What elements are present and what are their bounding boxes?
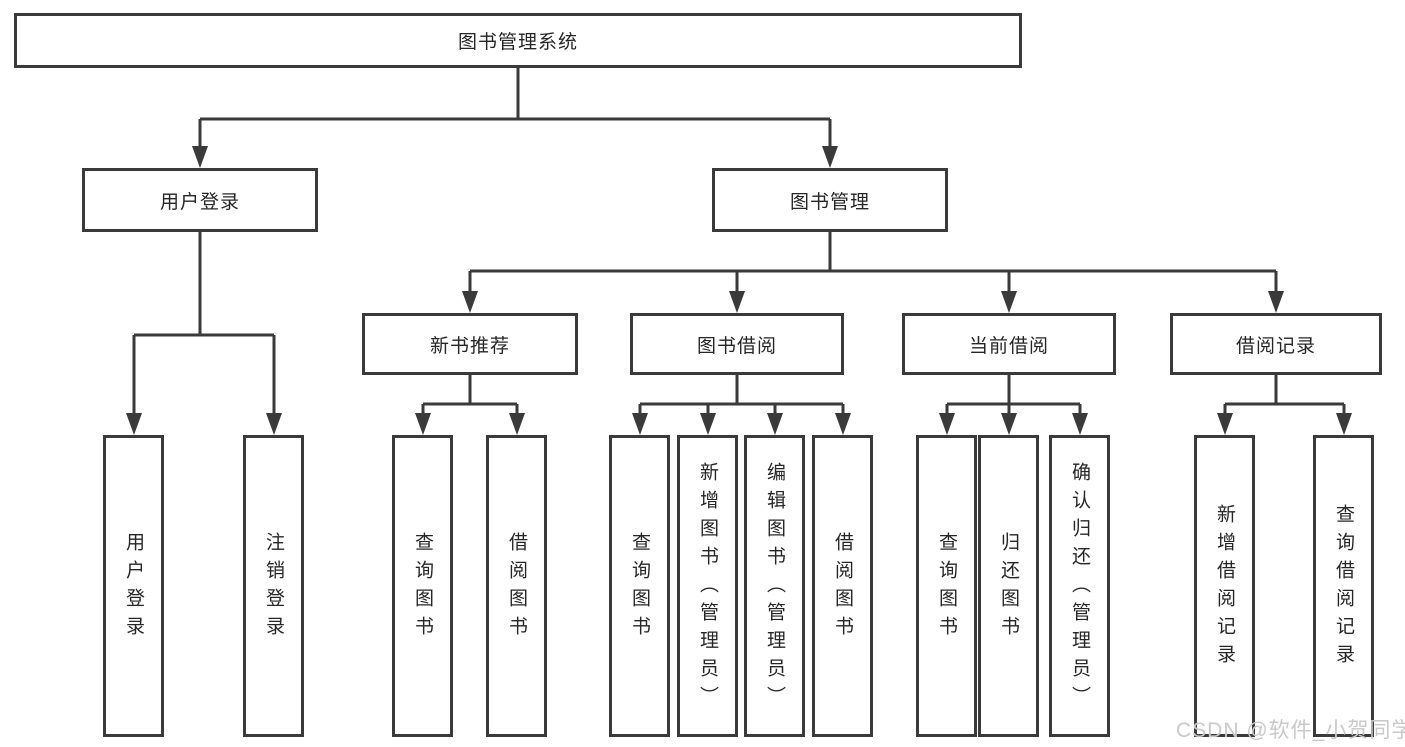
- node-book-management: 图书管理: [712, 168, 948, 232]
- node-new-book-recommendation: 新书推荐: [362, 313, 578, 375]
- leaf-user-login: 用户登录: [103, 435, 164, 737]
- leaf-query-borrow-record: 查询借阅记录: [1313, 435, 1374, 737]
- leaf-query-books-current: 查询图书: [916, 435, 977, 737]
- leaf-borrow-books-borrowing: 借阅图书: [812, 435, 873, 737]
- node-current-borrowing: 当前借阅: [902, 313, 1116, 375]
- leaf-borrow-books-recommend: 借阅图书: [486, 435, 547, 737]
- leaf-logout: 注销登录: [243, 435, 304, 737]
- leaf-query-books-recommend: 查询图书: [392, 435, 453, 737]
- leaf-confirm-return-admin: 确认归还（管理员）: [1049, 435, 1110, 737]
- node-book-borrowing: 图书借阅: [630, 313, 844, 375]
- node-borrowing-records: 借阅记录: [1170, 313, 1382, 375]
- leaf-query-books-borrowing: 查询图书: [609, 435, 670, 737]
- leaf-add-borrow-record: 新增借阅记录: [1194, 435, 1255, 737]
- csdn-watermark: CSDN @软件_小贺同学: [1176, 719, 1405, 742]
- leaf-edit-books-admin: 编辑图书（管理员）: [744, 435, 805, 737]
- leaf-return-books: 归还图书: [978, 435, 1039, 737]
- node-library-management-system: 图书管理系统: [14, 13, 1022, 68]
- node-user-login: 用户登录: [82, 168, 318, 232]
- leaf-add-books-admin: 新增图书（管理员）: [677, 435, 738, 737]
